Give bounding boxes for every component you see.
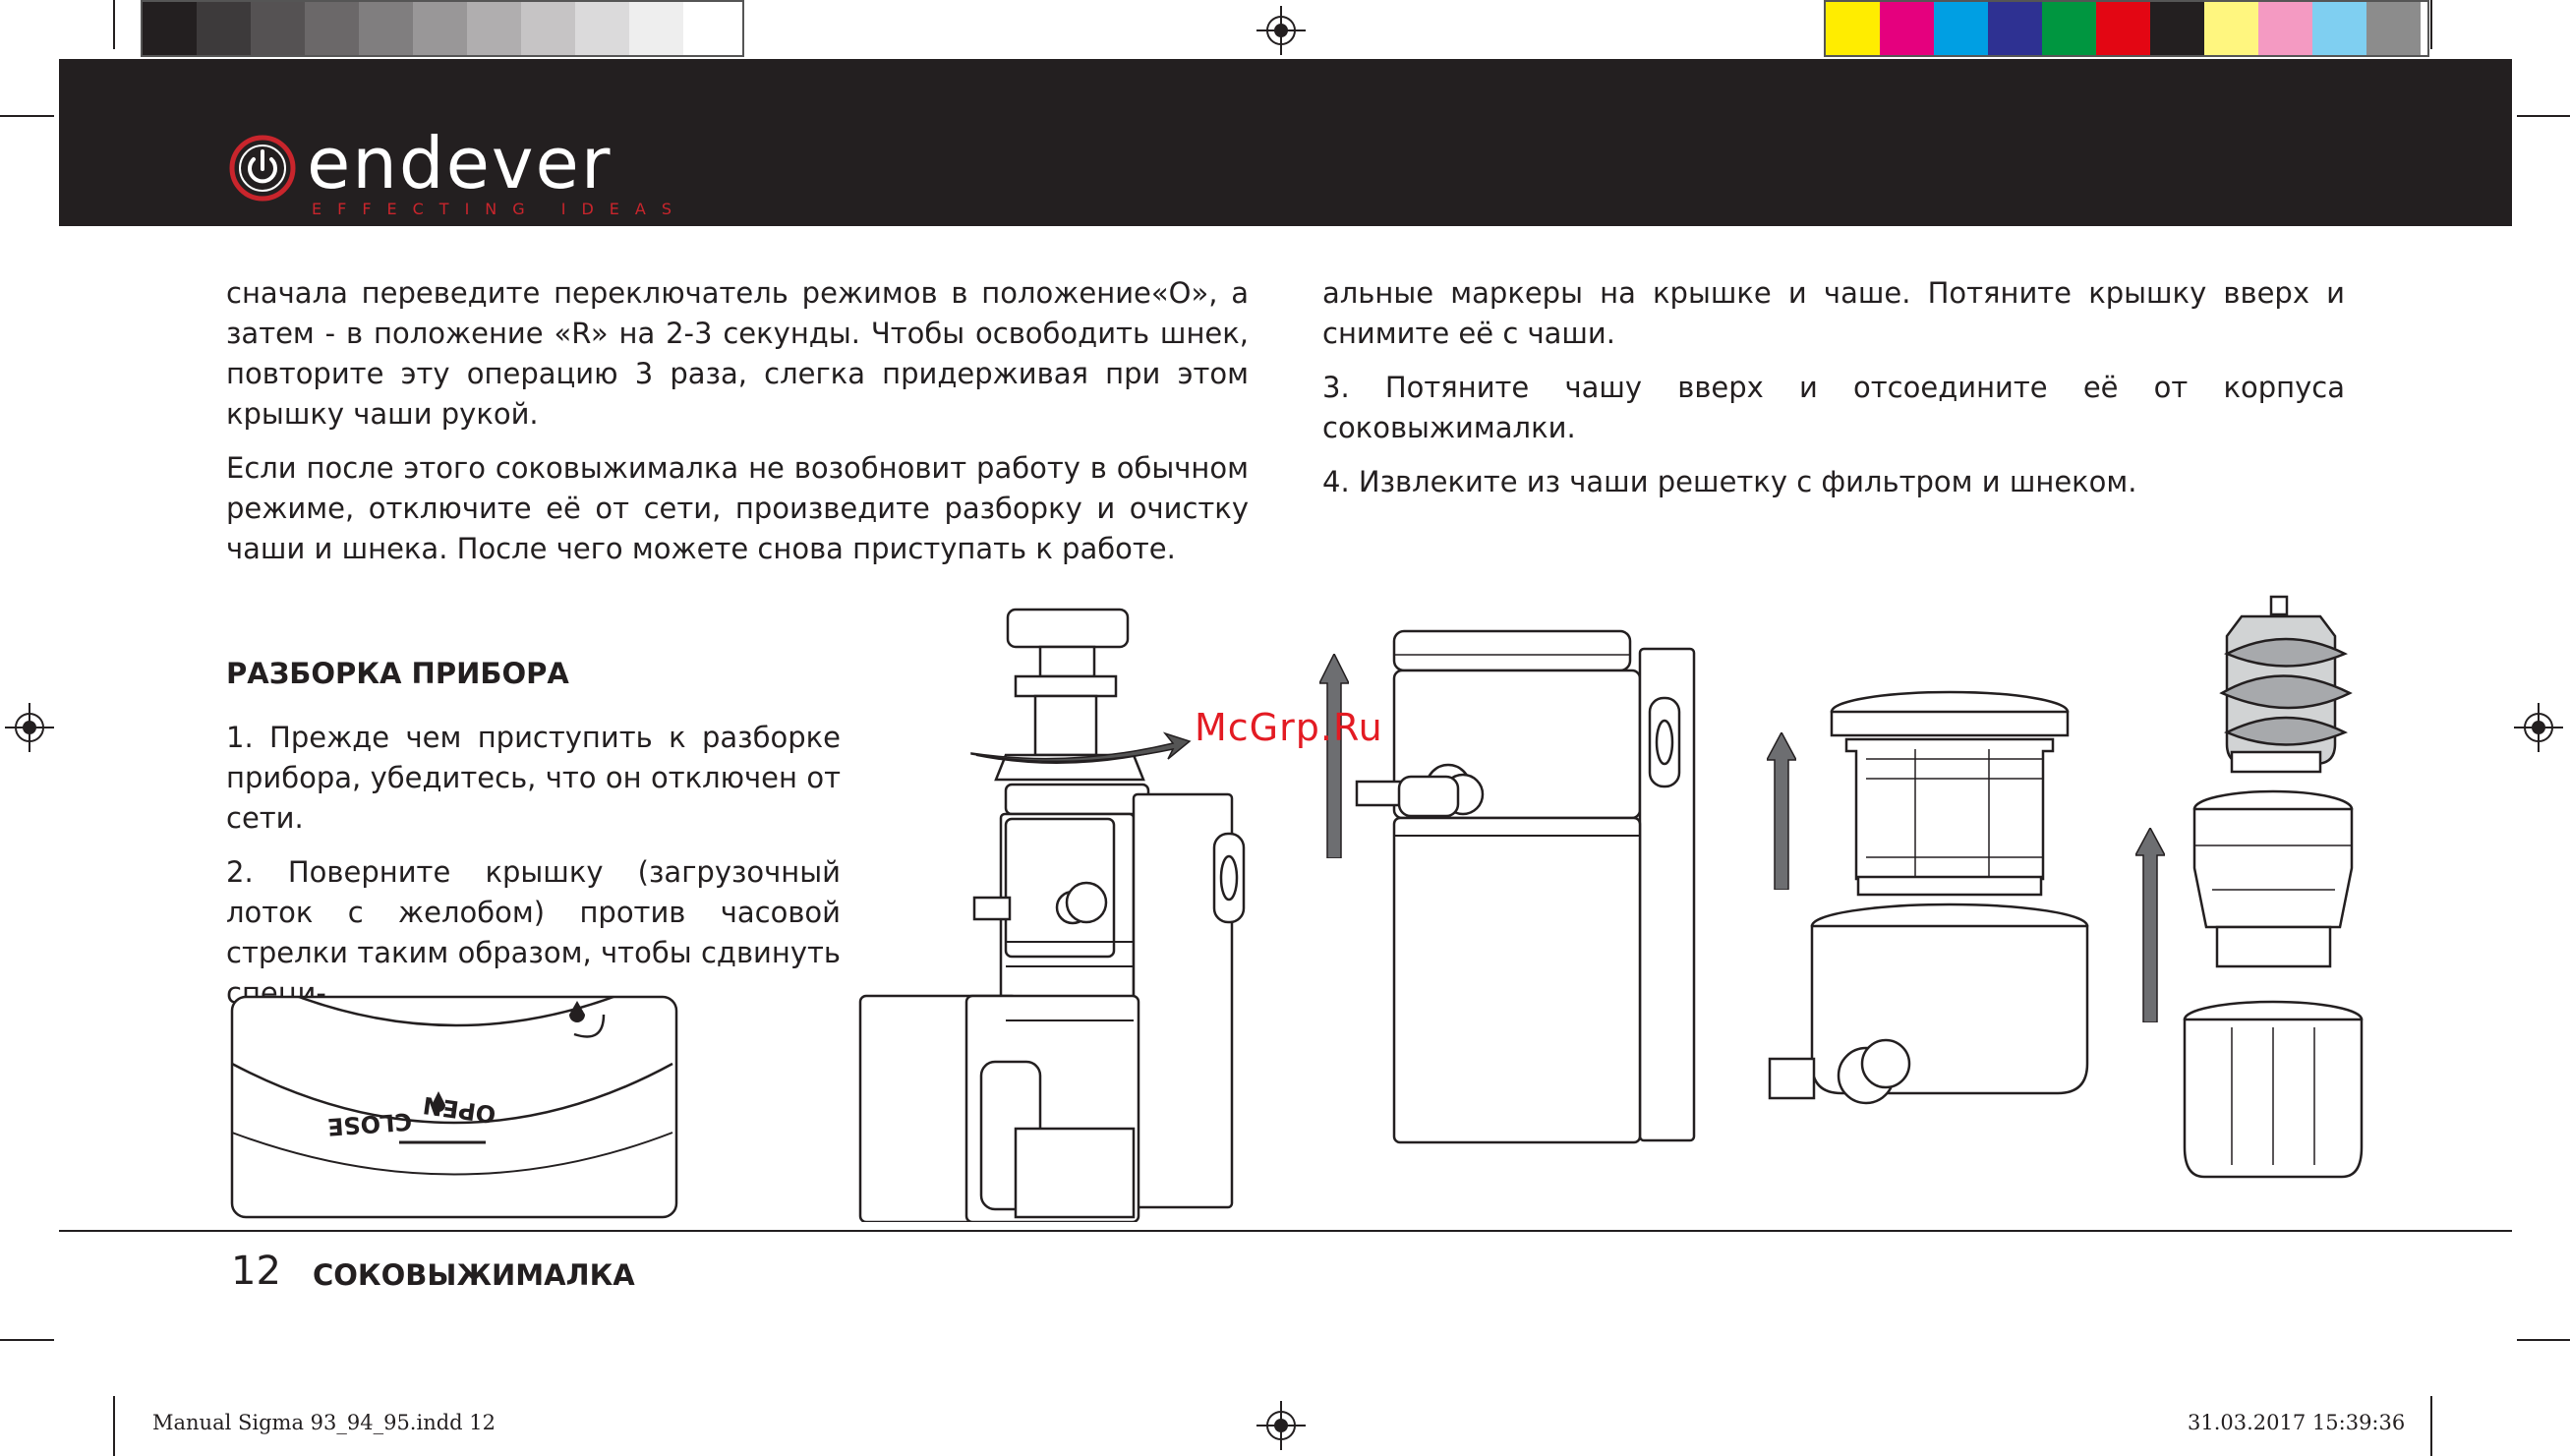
registration-mark-left — [5, 703, 54, 752]
right-paragraph-1: альные маркеры на крышке и чаше. Потянит… — [1322, 276, 2345, 350]
step-1: 1. Прежде чем приступить к разборке приб… — [226, 721, 841, 835]
crop-mark — [2517, 1339, 2570, 1341]
left-paragraph-1: сначала переведите переключатель режимов… — [226, 276, 1249, 431]
arrow-up-icon — [1767, 732, 1796, 890]
color-swatch — [305, 2, 359, 55]
crop-mark — [113, 1396, 115, 1456]
registration-mark-right — [2514, 703, 2563, 752]
power-icon — [229, 135, 296, 202]
color-swatch — [2150, 2, 2204, 55]
crop-mark — [2517, 115, 2570, 117]
crop-mark — [113, 0, 115, 49]
color-swatch — [1880, 2, 1934, 55]
arrow-up-icon — [2135, 828, 2165, 1022]
auger-filter-parts-illustration — [2183, 595, 2364, 1179]
brand-name: endever — [307, 122, 613, 204]
right-paragraph-2: 3. Потяните чашу вверх и отсоедините её … — [1322, 371, 2345, 444]
color-swatch — [2258, 2, 2312, 55]
right-paragraph-3: 4. Извлеките из чаши решетку с фильтром … — [1322, 465, 2137, 498]
color-swatch — [1934, 2, 1988, 55]
left-paragraph-2: Если после этого соковыжималка не возобн… — [226, 451, 1249, 565]
color-swatch-strip — [1824, 0, 2429, 57]
color-swatch — [2096, 2, 2150, 55]
registration-mark-top — [1256, 6, 1306, 55]
crop-mark — [2430, 1396, 2432, 1456]
gray-swatch-strip — [141, 0, 744, 57]
color-swatch — [143, 2, 197, 55]
color-swatch — [197, 2, 251, 55]
color-swatch — [413, 2, 467, 55]
indd-file-name: Manual Sigma 93_94_95.indd 12 — [152, 1411, 496, 1434]
color-swatch — [251, 2, 305, 55]
brand-tagline: EFFECTING IDEAS — [312, 200, 687, 218]
juicer-assembled-illustration — [858, 608, 1246, 1222]
indd-timestamp: 31.03.2017 15:39:36 — [2188, 1411, 2406, 1434]
crop-mark — [0, 1339, 54, 1341]
color-swatch — [2366, 2, 2421, 55]
color-swatch — [2312, 2, 2366, 55]
section-steps: 1. Прежде чем приступить к разборке приб… — [226, 718, 841, 1027]
lid-and-bowl-illustration — [1768, 690, 2089, 1105]
page-number: 12 — [231, 1249, 281, 1294]
crop-mark — [2430, 0, 2432, 49]
right-column: альные маркеры на крышке и чаше. Потянит… — [1322, 273, 2345, 516]
crop-mark — [0, 115, 54, 117]
label-close: CLOSE — [326, 1107, 413, 1140]
juicer-bowl-lid-illustration — [1355, 629, 1696, 1144]
color-swatch — [683, 2, 737, 55]
left-column: сначала переведите переключатель режимов… — [226, 273, 1249, 583]
color-swatch — [1988, 2, 2042, 55]
registration-mark-bottom — [1256, 1401, 1306, 1450]
color-swatch — [2204, 2, 2258, 55]
arrow-up-icon — [1319, 654, 1349, 858]
color-swatch — [629, 2, 683, 55]
footer-rule — [59, 1230, 2512, 1232]
footer-title: СОКОВЫЖИМАЛКА — [313, 1258, 635, 1292]
section-title: РАЗБОРКА ПРИБОРА — [226, 657, 569, 690]
lid-rotation-diagram: OPEN CLOSE — [230, 995, 678, 1219]
color-swatch — [575, 2, 629, 55]
watermark-text: McGrp.Ru — [1195, 706, 1383, 749]
color-swatch — [467, 2, 521, 55]
color-swatch — [359, 2, 413, 55]
color-swatch — [521, 2, 575, 55]
color-swatch — [2042, 2, 2096, 55]
step-2: 2. Поверните крышку (загрузочный лоток с… — [226, 855, 841, 1010]
color-swatch — [1826, 2, 1880, 55]
header-band — [59, 59, 2512, 226]
